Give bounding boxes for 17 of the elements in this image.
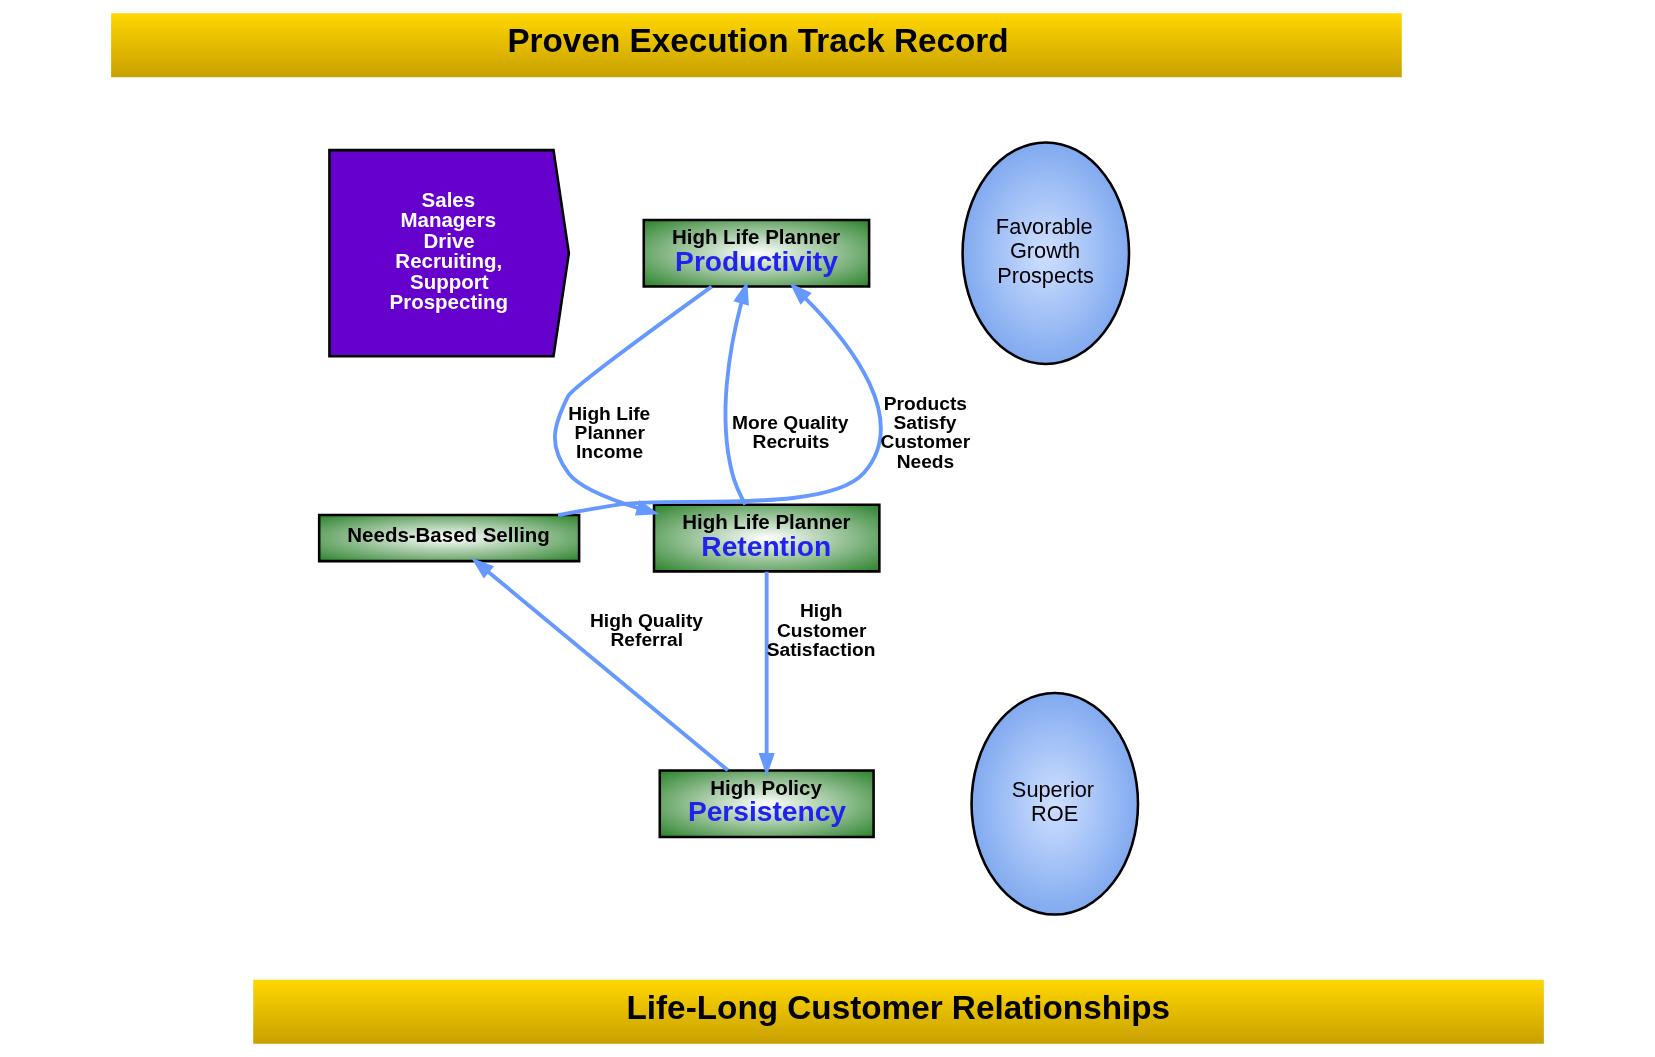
node-box: Needs-Based Selling [317,513,581,563]
node-box: High Policy Persistency [658,769,875,839]
node-box: High Life Planner Productivity [642,218,871,288]
arrow [553,285,713,516]
edge-label: More Quality Recruits [732,412,849,453]
node-box: High Life Planner Retention [652,503,881,573]
edge-label: High Life Planner Income [568,402,651,463]
edge-label: Products Satisfy Customer Needs [880,393,971,472]
node-ellipse: Favorable Growth Prospects [961,141,1131,366]
arrow [471,557,730,772]
arrow [723,281,749,506]
node-box: Life-Long Customer Relationships [253,979,1544,1044]
node-box: Proven Execution Track Record [111,13,1402,78]
arrow [758,571,775,777]
arrow [557,282,883,517]
node-ellipse: Superior ROE [970,691,1140,916]
edge-label: High Quality Referral [589,610,703,651]
